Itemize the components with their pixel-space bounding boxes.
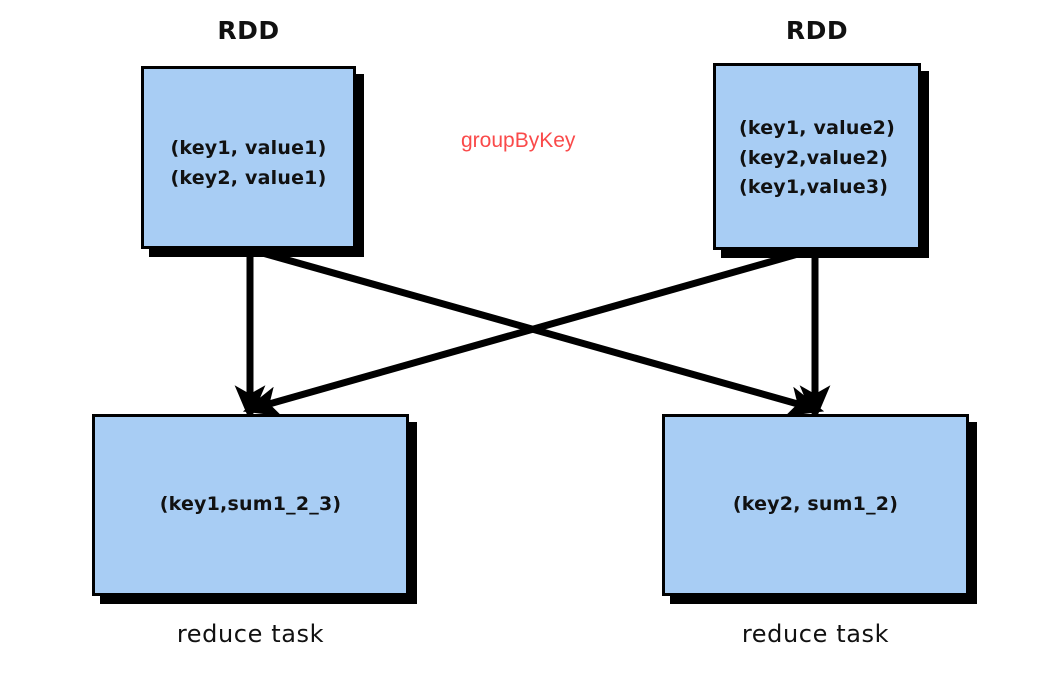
operation-label-groupbykey: groupByKey xyxy=(461,129,576,152)
label-rdd-right: RDD xyxy=(785,16,849,45)
rdd-left-line-1: (key1, value1) xyxy=(170,137,327,160)
reduce-right-line-1: (key2, sum1_2) xyxy=(732,493,899,516)
node-target-reduce-left[interactable]: (key1,sum1_2_3) xyxy=(92,414,409,596)
node-target-reduce-left-content: (key1,sum1_2_3) xyxy=(160,490,342,519)
rdd-right-line-3: (key1,value3) xyxy=(739,176,889,199)
node-target-reduce-right-content: (key2, sum1_2) xyxy=(733,490,898,519)
node-source-rdd-left-content: (key1, value1) (key2, value1) xyxy=(171,134,327,193)
node-source-rdd-right-content: (key1, value2) (key2,value2) (key1,value… xyxy=(739,114,895,202)
node-source-rdd-right[interactable]: (key1, value2) (key2,value2) (key1,value… xyxy=(713,63,921,250)
label-rdd-left: RDD xyxy=(217,16,280,45)
node-target-reduce-right[interactable]: (key2, sum1_2) xyxy=(662,414,969,596)
node-source-rdd-left[interactable]: (key1, value1) (key2, value1) xyxy=(141,66,356,249)
reduce-left-line-1: (key1,sum1_2_3) xyxy=(159,493,342,516)
rdd-right-line-2: (key2,value2) xyxy=(739,146,889,169)
rdd-right-line-1: (key1, value2) xyxy=(739,117,895,140)
rdd-left-line-2: (key2, value1) xyxy=(170,166,327,189)
arrow-right-to-left xyxy=(242,246,813,417)
caption-reduce-task-left: reduce task xyxy=(176,620,325,648)
caption-reduce-task-right: reduce task xyxy=(741,620,890,648)
